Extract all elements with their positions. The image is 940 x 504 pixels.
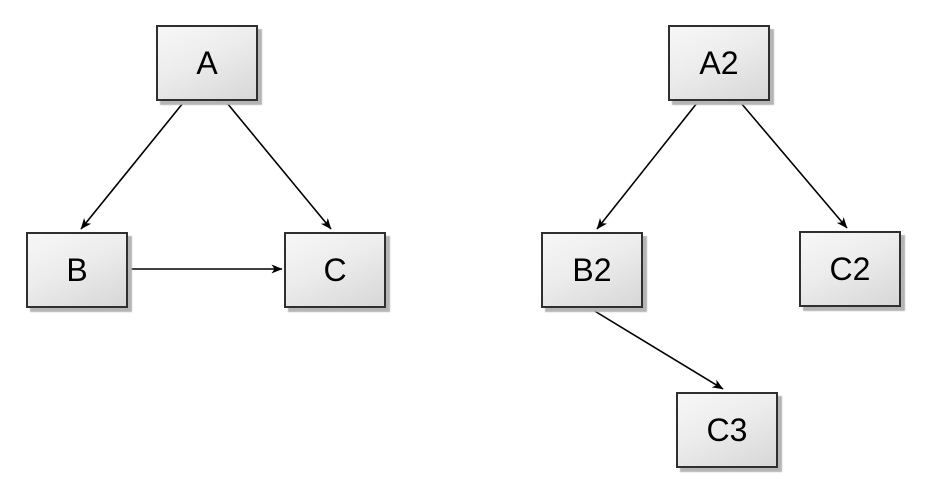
- node-a2[interactable]: A2: [668, 25, 770, 101]
- node-c-label: C: [323, 252, 347, 288]
- node-b[interactable]: B: [26, 232, 128, 308]
- edge-b2-to-c3: [592, 309, 724, 390]
- edge-a-to-b: [80, 102, 184, 230]
- node-c2[interactable]: C2: [799, 231, 901, 307]
- node-b2[interactable]: B2: [541, 232, 643, 308]
- node-a2-label: A2: [699, 45, 739, 81]
- node-c2-label: C2: [829, 251, 871, 287]
- node-c3-label: C3: [706, 412, 748, 448]
- node-c[interactable]: C: [284, 232, 386, 308]
- edge-a2-to-b2: [596, 102, 698, 230]
- edge-a2-to-c2: [740, 102, 848, 229]
- edge-a-to-c: [226, 102, 332, 230]
- node-a[interactable]: A: [156, 25, 258, 101]
- node-b2-label: B2: [572, 252, 612, 288]
- node-c3[interactable]: C3: [676, 392, 778, 468]
- node-b-label: B: [66, 252, 88, 288]
- node-a-label: A: [196, 45, 218, 81]
